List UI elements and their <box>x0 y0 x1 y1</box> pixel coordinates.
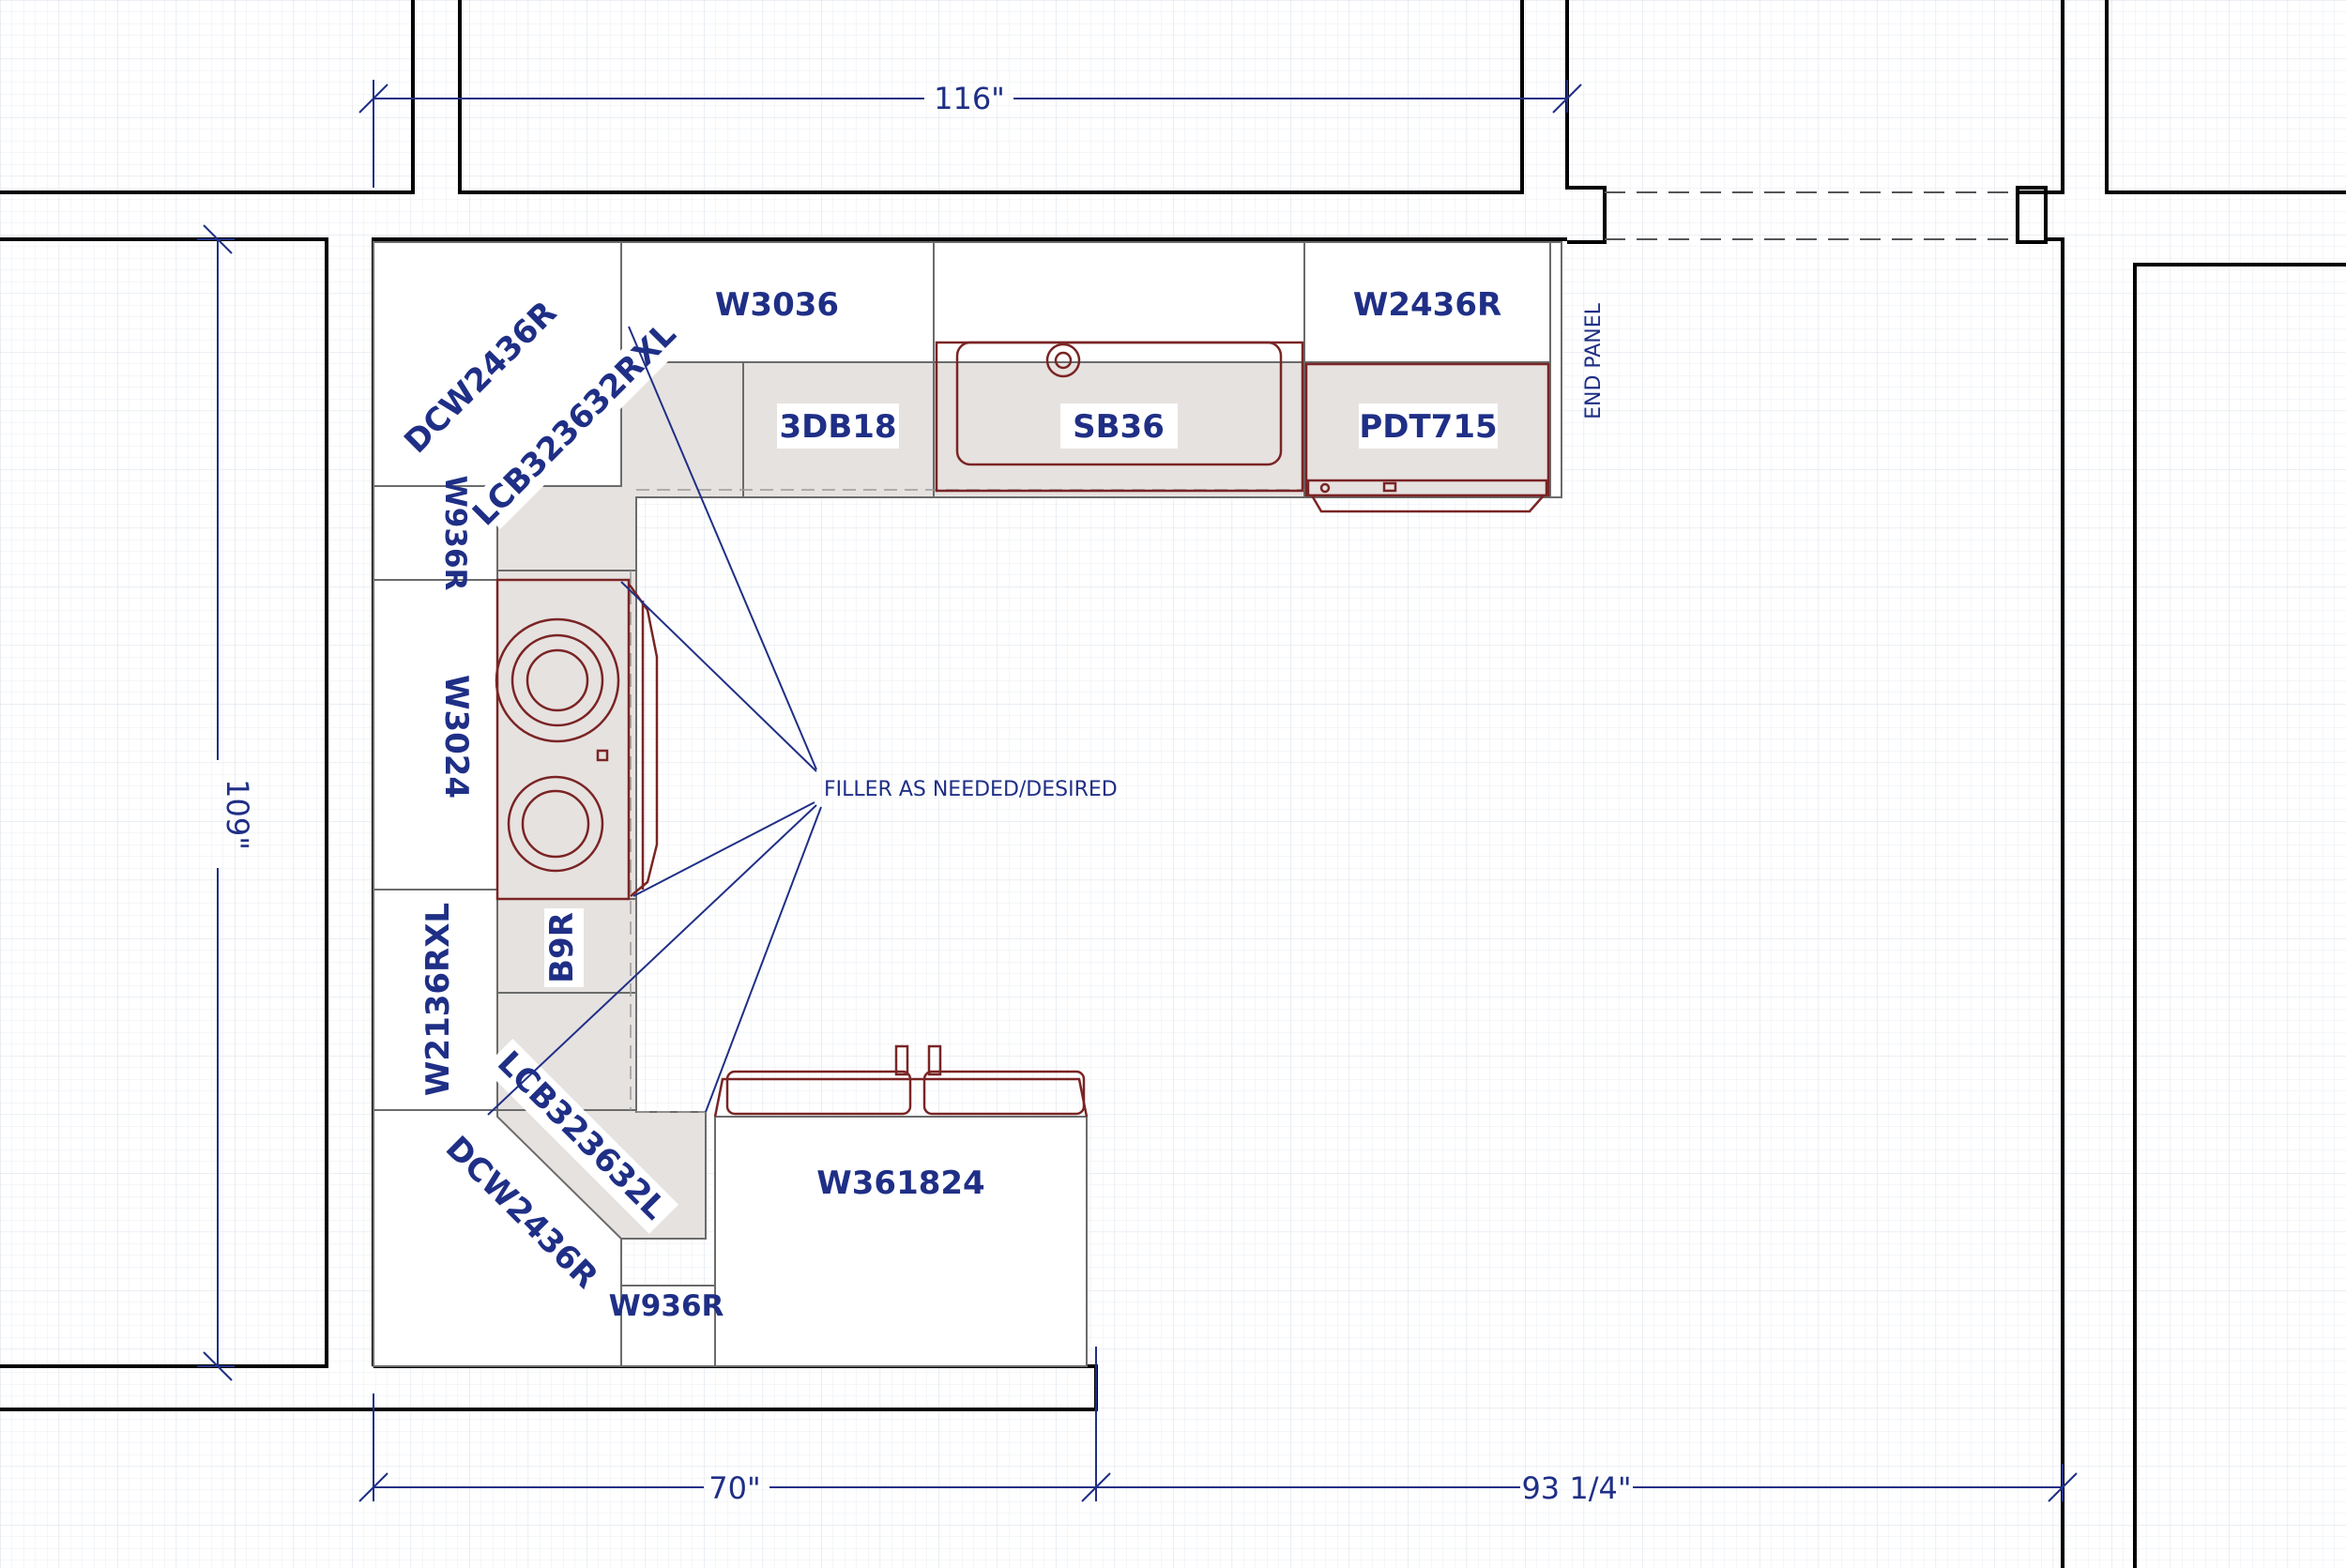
sink <box>935 341 1304 493</box>
label-end-panel: END PANEL <box>1582 302 1606 419</box>
label-w2436r: W2436R <box>1353 286 1501 324</box>
label-sb36: SB36 <box>1073 408 1165 446</box>
label-pdt715: PDT715 <box>1359 408 1497 446</box>
label-w936r-left: W936R <box>438 476 472 591</box>
label-w3024: W3024 <box>437 675 475 799</box>
label-w936r-bottom: W936R <box>609 1289 724 1323</box>
label-bg-sb36 <box>1060 403 1178 449</box>
label-w3036: W3036 <box>715 286 839 324</box>
dim-top-width: 116" <box>934 81 1005 116</box>
label-w361824: W361824 <box>816 1165 984 1202</box>
filler-leaders <box>487 326 822 1116</box>
label-bg-lcb323632rxl <box>470 320 679 529</box>
dim-bottom-left: 70" <box>708 1470 760 1506</box>
label-b9r: B9R <box>543 912 581 983</box>
dim-left-height: 109" <box>220 779 255 850</box>
label-w2136rxl: W2136RXL <box>419 903 457 1096</box>
top-wall-cabinets <box>620 241 1562 498</box>
bottom-run <box>636 1044 1089 1367</box>
range <box>495 578 659 901</box>
label-bg-3db18 <box>777 403 899 449</box>
label-bg-lcb323632l <box>483 1038 679 1234</box>
label-bg-b9r <box>544 908 584 987</box>
label-filler-note: FILLER AS NEEDED/DESIRED <box>824 778 1118 801</box>
label-bg-pdt715 <box>1359 403 1498 449</box>
drawer-dishwasher <box>1304 362 1550 513</box>
dim-bottom-right: 93 1/4" <box>1521 1470 1631 1506</box>
label-3db18: 3DB18 <box>779 408 896 446</box>
dimension-left <box>197 224 235 1381</box>
dimension-top <box>358 80 1582 188</box>
dimension-bottom <box>358 1347 2078 1502</box>
